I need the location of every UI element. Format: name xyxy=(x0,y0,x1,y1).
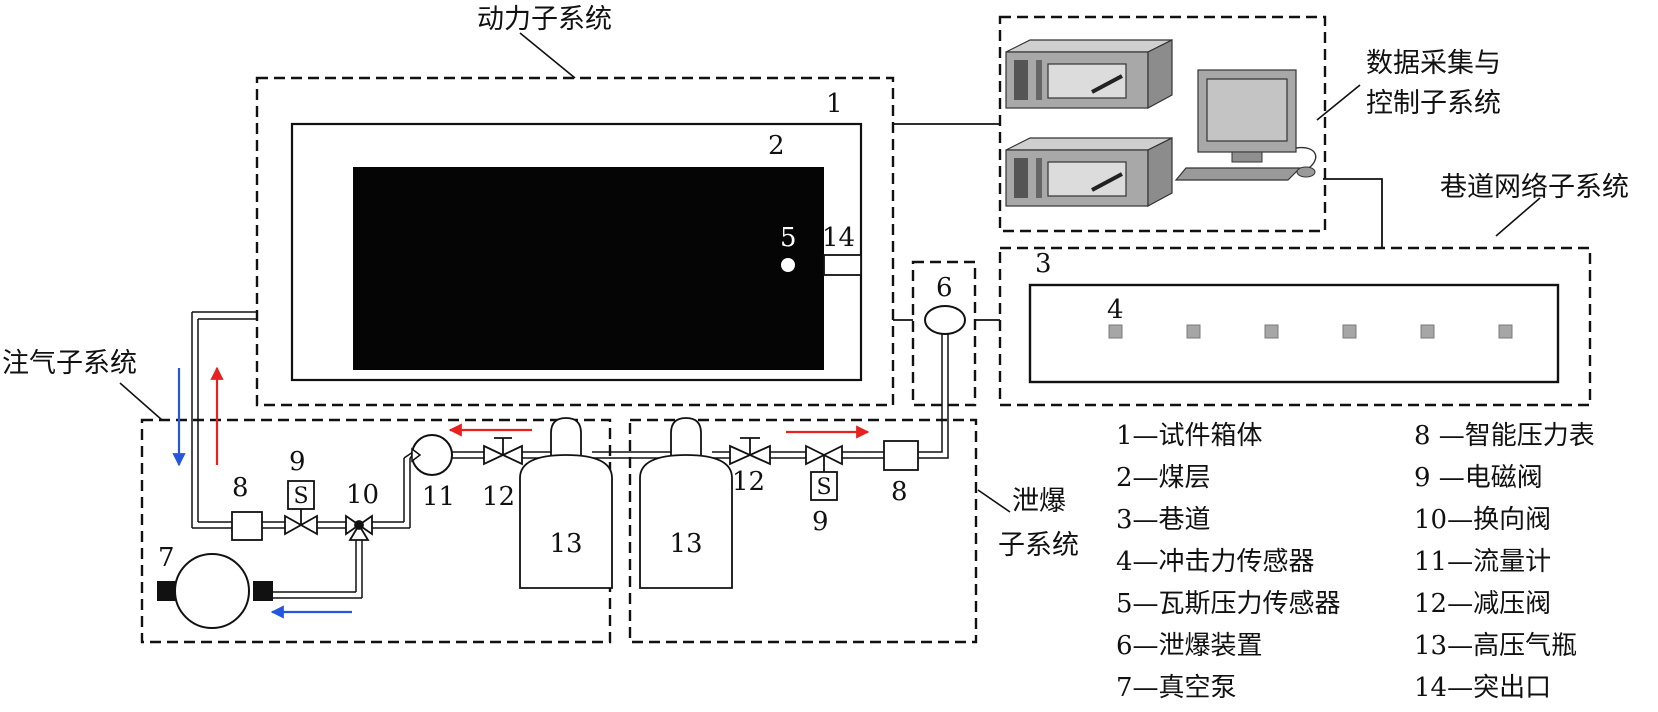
label-12-right: 12 xyxy=(732,467,765,497)
legend-item: 13—高压气瓶 xyxy=(1414,631,1577,661)
label-13-left: 13 xyxy=(549,529,582,559)
impact-sensor xyxy=(1342,324,1357,339)
label-4: 4 xyxy=(1107,295,1124,325)
legend-item: 9 —电磁阀 xyxy=(1414,463,1543,493)
gas-label-pointer xyxy=(119,382,163,421)
label-12-left: 12 xyxy=(482,482,515,512)
tunnel-label-pointer xyxy=(1495,197,1541,237)
label-8-right: 8 xyxy=(891,477,908,507)
legend-item: 8 —智能压力表 xyxy=(1414,421,1595,451)
label-2: 2 xyxy=(768,131,785,161)
label-7: 7 xyxy=(158,543,175,573)
label-10: 10 xyxy=(346,480,379,510)
vent-subsystem-label-line2: 子系统 xyxy=(998,530,1079,561)
computer-monitor xyxy=(1197,69,1297,163)
power-subsystem-label: 动力子系统 xyxy=(477,4,612,35)
reducing-valve-12-right xyxy=(729,437,771,466)
legend-item: 3—巷道 xyxy=(1116,505,1211,535)
tunnel-subsystem-label: 巷道网络子系统 xyxy=(1440,172,1629,203)
power-label-pointer xyxy=(519,32,576,79)
legend-item: 2—煤层 xyxy=(1116,463,1211,493)
vent-subsystem-box xyxy=(628,418,978,644)
reversing-valve-10 xyxy=(345,514,373,541)
valve-sign: S xyxy=(293,484,308,509)
impact-sensor xyxy=(1186,324,1201,339)
daq-subsystem-label-line2: 控制子系统 xyxy=(1366,88,1501,119)
label-13-right: 13 xyxy=(669,529,702,559)
server-unit-top xyxy=(1005,39,1173,110)
label-11: 11 xyxy=(422,482,455,512)
vent-device-6 xyxy=(924,305,966,335)
pressure-gauge-8-left xyxy=(231,511,263,541)
keyboard-and-mouse xyxy=(1174,146,1317,181)
label-6: 6 xyxy=(936,273,953,303)
server-unit-bottom xyxy=(1005,137,1173,208)
impact-sensor xyxy=(1498,324,1513,339)
gas-subsystem-label: 注气子系统 xyxy=(2,348,137,379)
legend-item: 12—减压阀 xyxy=(1414,589,1551,619)
solenoid-valve-9-right xyxy=(805,444,843,501)
impact-sensor xyxy=(1264,324,1279,339)
gas-cylinder-13-right xyxy=(639,417,733,589)
power-subsystem-box xyxy=(255,76,895,407)
label-3: 3 xyxy=(1035,249,1052,279)
vent-label-pointer xyxy=(977,489,1011,513)
coal-seam xyxy=(353,167,824,370)
label-9-right: 9 xyxy=(812,507,829,537)
legend-item: 1—试件箱体 xyxy=(1116,421,1263,451)
label-8-left: 8 xyxy=(232,473,249,503)
impact-sensor xyxy=(1420,324,1435,339)
solenoid-valve-9-left xyxy=(284,480,318,536)
legend-item: 7—真空泵 xyxy=(1116,673,1237,703)
legend-item: 6—泄爆装置 xyxy=(1116,631,1263,661)
pressure-gauge-8-right xyxy=(883,440,919,471)
legend: 1—试件箱体 2—煤层 3—巷道 4—冲击力传感器 5—瓦斯压力传感器 6—泄爆… xyxy=(1116,421,1595,703)
flowmeter-11 xyxy=(411,434,453,476)
gas-cylinder-13-left xyxy=(519,417,613,589)
legend-item: 5—瓦斯压力传感器 xyxy=(1116,589,1341,619)
label-5: 5 xyxy=(780,223,797,253)
legend-item: 14—突出口 xyxy=(1414,673,1551,703)
gas-pressure-sensor-5 xyxy=(781,258,795,272)
daq-tunnel-connector xyxy=(1323,178,1383,248)
daq-subsystem-label-line1: 数据采集与 xyxy=(1366,48,1501,79)
outburst-port-14 xyxy=(823,254,862,276)
vent-subsystem-label-line1: 泄爆 xyxy=(1012,486,1066,517)
tunnel-subsystem-box xyxy=(998,246,1592,407)
legend-item: 4—冲击力传感器 xyxy=(1116,547,1315,577)
impact-sensor xyxy=(1108,324,1123,339)
valve-sign: S xyxy=(816,475,831,500)
label-1: 1 xyxy=(826,89,843,119)
daq-label-pointer xyxy=(1316,84,1361,121)
label-14: 14 xyxy=(822,223,855,253)
legend-item: 11—流量计 xyxy=(1414,547,1551,577)
vacuum-pump-7 xyxy=(157,553,273,629)
reducing-valve-12-left xyxy=(483,437,523,466)
legend-item: 10—换向阀 xyxy=(1414,505,1551,535)
label-9-left: 9 xyxy=(289,447,306,477)
